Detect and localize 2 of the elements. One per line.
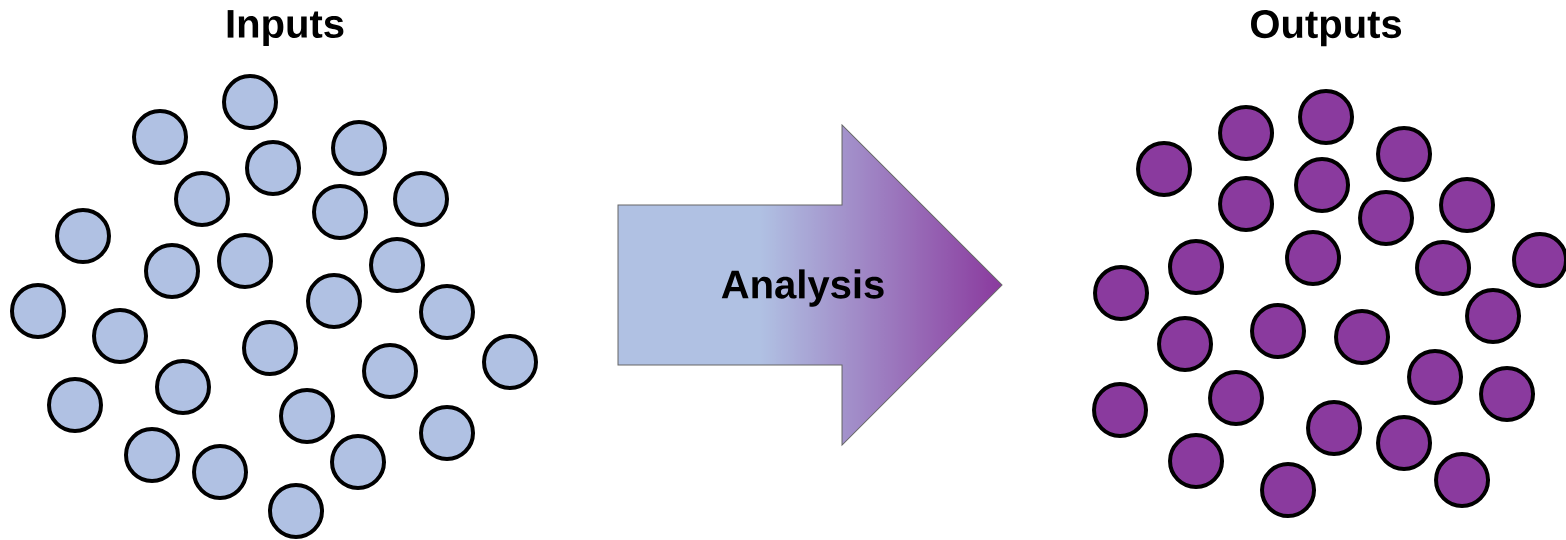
heading: Inputs: [227, 10, 344, 46]
heading: Outputs: [1251, 9, 1402, 47]
